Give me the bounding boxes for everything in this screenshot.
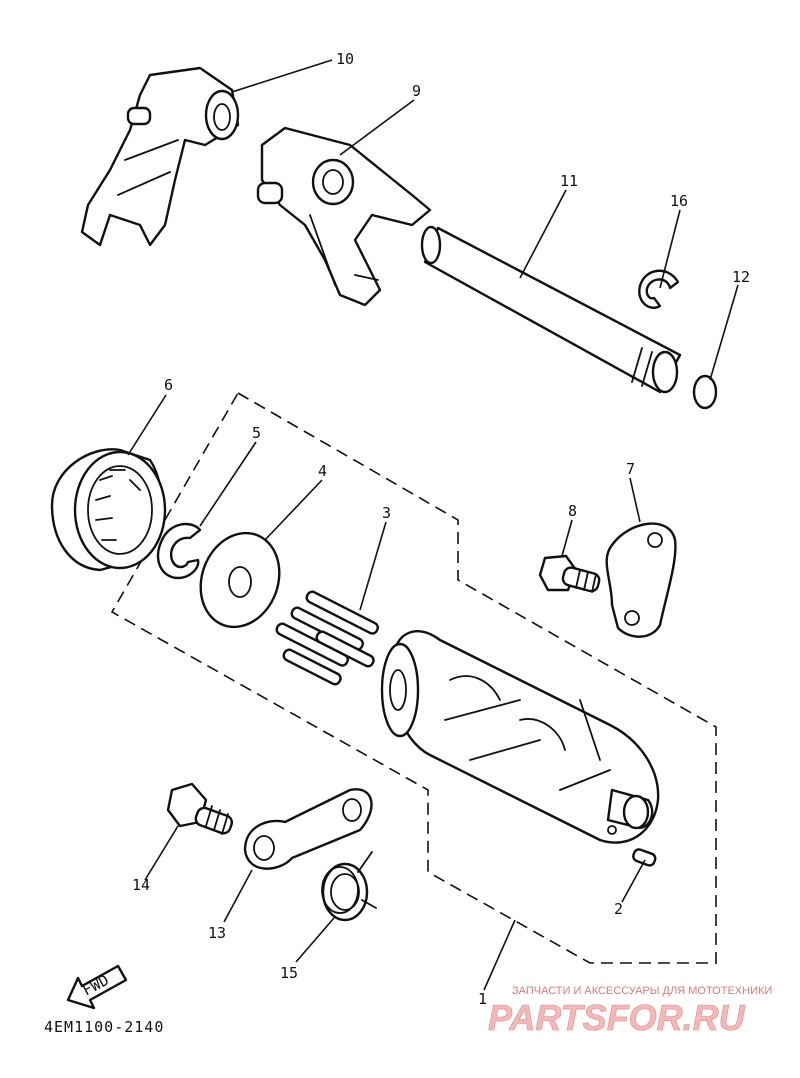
leader-lines — [127, 59, 739, 991]
part-6-bearing[interactable] — [50, 448, 167, 572]
callout-8: 8 — [568, 502, 577, 520]
part-1-shift-drum[interactable] — [380, 630, 660, 844]
part-11-guide-bar[interactable] — [420, 225, 682, 394]
callout-9: 9 — [412, 82, 421, 100]
part-4-washer[interactable] — [188, 522, 292, 638]
part-14-bolt[interactable] — [166, 782, 234, 835]
callout-2: 2 — [614, 900, 623, 918]
part-12-washer[interactable] — [692, 374, 718, 410]
callout-16: 16 — [670, 192, 688, 210]
diagram-code: 4EM1100-2140 — [44, 1018, 164, 1036]
callout-4: 4 — [318, 462, 327, 480]
watermark-brand: PARTSFOR.RU — [488, 997, 746, 1038]
callout-15: 15 — [280, 964, 298, 982]
part-5-circlip[interactable] — [156, 522, 202, 580]
callout-3: 3 — [382, 504, 391, 522]
part-15-spring[interactable] — [321, 851, 377, 922]
part-2-pin[interactable] — [632, 848, 657, 867]
part-13-shift-arm[interactable] — [243, 788, 373, 870]
callout-12: 12 — [732, 268, 750, 286]
callout-10: 10 — [336, 50, 354, 68]
callout-7: 7 — [626, 460, 635, 478]
callout-13: 13 — [208, 924, 226, 942]
callout-11: 11 — [560, 172, 578, 190]
part-7-stopper-plate[interactable] — [605, 522, 677, 638]
part-10-shift-fork[interactable] — [80, 66, 240, 247]
watermark-tagline: ЗАПЧАСТИ И АКСЕССУАРЫ ДЛЯ МОТОТЕХНИКИ — [512, 985, 772, 997]
callout-14: 14 — [132, 876, 150, 894]
callout-1: 1 — [478, 990, 487, 1008]
callout-6: 6 — [164, 376, 173, 394]
part-3-pins[interactable] — [275, 590, 379, 686]
fwd-arrow-icon: FWD — [66, 964, 128, 1010]
part-9-shift-fork[interactable] — [256, 126, 432, 307]
callout-5: 5 — [252, 424, 261, 442]
part-16-circlip[interactable] — [638, 269, 680, 309]
part-8-bolt[interactable] — [538, 554, 601, 593]
